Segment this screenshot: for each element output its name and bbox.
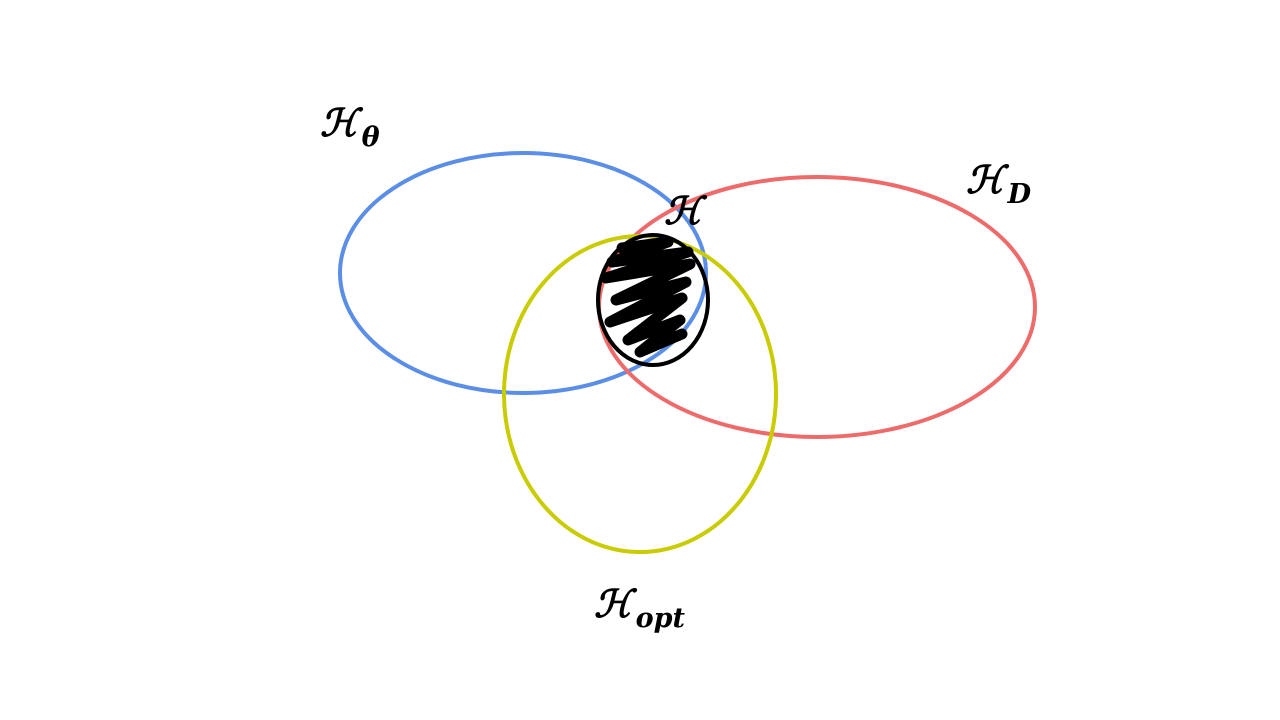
label-h-opt-symbol: ℋ xyxy=(594,581,638,626)
label-h-d-symbol: ℋ xyxy=(966,157,1010,202)
label-h-intersection: ℋ xyxy=(664,188,708,233)
label-h-theta-symbol: ℋ xyxy=(320,100,364,145)
label-h-theta-subscript: θ xyxy=(362,122,380,153)
label-h-d-subscript: D xyxy=(1007,179,1032,210)
label-h-opt-subscript: opt xyxy=(636,603,686,634)
intersection-h-ellipse xyxy=(596,233,710,367)
intersection-scribble-icon xyxy=(600,236,696,358)
set-h-theta-ellipse xyxy=(338,151,708,395)
